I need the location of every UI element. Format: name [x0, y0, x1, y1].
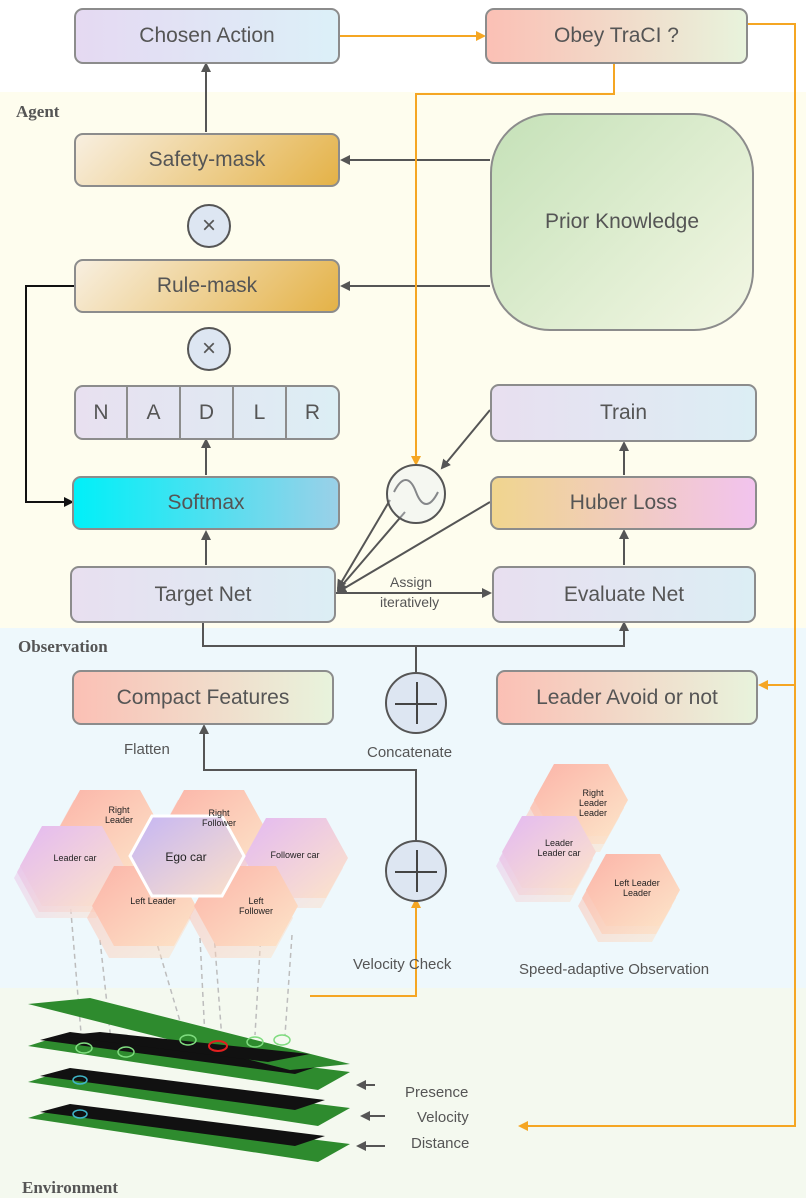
prior-knowledge-box: Prior Knowledge [490, 113, 754, 331]
compact-features-box: Compact Features [72, 670, 334, 725]
action-cell-r: R [304, 400, 321, 424]
train-label: Train [599, 401, 648, 424]
assign-label-line2: iteratively [380, 594, 440, 610]
velocity-label: Velocity [417, 1109, 469, 1126]
compact-features-label: Compact Features [116, 685, 290, 709]
hex-left-leader-leader: Left Leader Leader [614, 878, 660, 898]
action-cell-a: A [128, 387, 181, 438]
evaluate-net-label: Evaluate Net [563, 582, 685, 606]
huber-loss-box: Huber Loss [490, 476, 757, 530]
softmax-box: Softmax [72, 476, 340, 530]
speed-adaptive-label: Speed-adaptive Observation [519, 961, 710, 978]
rule-mask-label: Rule-mask [156, 274, 258, 297]
hex-ego-car: Ego car [165, 850, 207, 864]
environment-label: Environment [22, 1178, 119, 1197]
target-net-box: Target Net [70, 566, 336, 623]
plus-vertical-icon [416, 850, 418, 892]
softmax-label: Softmax [167, 491, 245, 514]
evaluate-net-box: Evaluate Net [492, 566, 756, 623]
multiply-operator-rule: × [187, 327, 231, 371]
multiply-operator-safety: × [187, 204, 231, 248]
environment-layers [28, 998, 350, 1162]
velocity-check-operator [385, 840, 447, 902]
obey-traci-box: Obey TraCI ? [485, 8, 748, 64]
sine-wave-icon [386, 464, 446, 524]
velocity-check-label: Velocity Check [353, 956, 452, 973]
flatten-label: Flatten [124, 741, 170, 758]
safety-mask-box: Safety-mask [74, 133, 340, 187]
action-vector: N A D L R [74, 385, 340, 440]
chosen-action-label: Chosen Action [139, 24, 275, 47]
train-box: Train [490, 384, 757, 442]
hex-leader-car: Leader car [53, 853, 97, 863]
action-cell-l: L [234, 387, 287, 438]
hex-leader-leader-car: Leader Leader car [537, 838, 581, 858]
chosen-action-box: Chosen Action [74, 8, 340, 64]
hex-left-leader: Left Leader [130, 896, 176, 906]
hex-follower-car: Follower car [270, 850, 320, 860]
hex-left-follower: Left Follower [238, 896, 273, 916]
presence-label: Presence [405, 1084, 469, 1101]
huber-loss-label: Huber Loss [569, 491, 678, 514]
leader-avoid-box: Leader Avoid or not [496, 670, 758, 725]
rule-mask-box: Rule-mask [74, 259, 340, 313]
concatenate-operator [385, 672, 447, 734]
hex-right-follower: Right Follower [201, 808, 236, 828]
safety-mask-label: Safety-mask [148, 148, 266, 171]
target-net-label: Target Net [154, 582, 252, 606]
observation-label: Observation [18, 637, 108, 656]
multiply-symbol: × [201, 335, 216, 362]
distance-label: Distance [411, 1135, 470, 1152]
assign-label-line1: Assign [390, 574, 433, 590]
prior-knowledge-label: Prior Knowledge [544, 210, 700, 233]
hexagon-grid-left [14, 790, 348, 958]
multiply-symbol: × [201, 212, 216, 239]
plus-vertical-icon [416, 682, 418, 724]
concatenate-label: Concatenate [367, 744, 453, 761]
leader-avoid-label: Leader Avoid or not [536, 685, 718, 709]
hex-right-leader-leader: Right Leader Leader [578, 788, 608, 818]
hex-right-leader: Right Leader [104, 805, 134, 825]
hexagon-grid-right [496, 764, 680, 942]
agent-label: Agent [16, 102, 60, 121]
obey-traci-label: Obey TraCI ? [554, 24, 679, 47]
action-cell-d: D [181, 387, 234, 438]
action-cell-n: N [76, 387, 128, 438]
